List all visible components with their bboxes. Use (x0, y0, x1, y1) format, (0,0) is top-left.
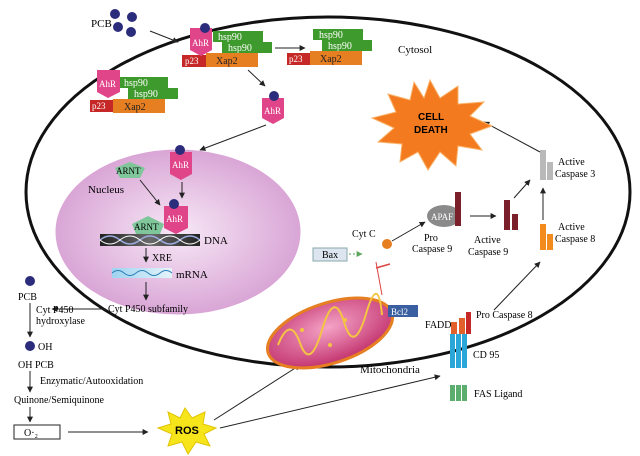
ahr-label: AhR (166, 214, 183, 224)
bax-box (312, 247, 348, 262)
pro-caspase8-label: Pro Caspase 8 (476, 310, 533, 321)
cyt-p450-subfamily-label: Cyt P450 subfamily (108, 304, 188, 315)
active-caspase8-label-1: Active (558, 222, 585, 233)
hsp90-xap2-complex-right: hsp90 hsp90 Xap2 p23 (287, 29, 372, 65)
p23-label: p23 (185, 56, 199, 66)
pcb-ligand-left (25, 276, 35, 286)
cytc-molecule (382, 239, 392, 249)
pro-caspase9-label-2: Caspase 9 (412, 244, 452, 255)
fas-ligand-label: FAS Ligand (474, 389, 522, 400)
cyt-p450-label: Cyt P450 (36, 305, 74, 316)
cell-death-label-2: DEATH (414, 125, 448, 136)
apaf (427, 205, 461, 227)
hsp90-label: hsp90 (124, 78, 148, 89)
bcl2-label: Bcl2 (391, 307, 408, 317)
pcb-top-label: PCB (91, 18, 112, 30)
active-caspase3 (540, 150, 553, 180)
oh-pcb-ligand (25, 341, 35, 351)
dna-label: DNA (204, 235, 228, 247)
mitochondrion (265, 292, 395, 370)
p23-label: p23 (289, 54, 303, 64)
hsp90-label: hsp90 (328, 41, 352, 52)
mrna-label: mRNA (176, 269, 208, 281)
active-caspase3-label-1: Active (558, 157, 585, 168)
p23-label: p23 (92, 101, 106, 111)
oh-pcb-label: OH PCB (18, 360, 54, 371)
ahr-label: AhR (192, 38, 209, 48)
ahr-entering-nucleus: AhR (170, 145, 192, 180)
enzymatic-label: Enzymatic/Autooxidation (40, 376, 143, 387)
ahr-hsp90-complex-top: hsp90 hsp90 Xap2 p23 AhR (182, 23, 272, 67)
xre-label: XRE (152, 253, 172, 264)
oh-label: OH (38, 342, 52, 353)
hsp90-label: hsp90 (218, 32, 242, 43)
hsp90-label: hsp90 (134, 89, 158, 100)
o2-box (13, 424, 61, 440)
active-caspase9-label-2: Caspase 9 (468, 247, 508, 258)
hsp90-label: hsp90 (228, 43, 252, 54)
pcb-ligands-top (110, 9, 137, 37)
active-caspase8-label-2: Caspase 8 (555, 234, 595, 245)
fadd-bars (451, 318, 465, 334)
active-caspase9 (504, 200, 518, 230)
hsp90-label: hsp90 (319, 30, 343, 41)
ahr-label: AhR (264, 106, 281, 116)
ros-label: ROS (175, 425, 199, 437)
quinone-label: Quinone/Semiquinone (14, 395, 105, 406)
cell-death-burst (370, 78, 494, 171)
active-caspase3-label-2: Caspase 3 (555, 169, 595, 180)
dna-helix (99, 234, 201, 246)
xap2-label: Xap2 (216, 56, 238, 67)
free-ahr: AhR (262, 91, 284, 124)
active-caspase8 (540, 224, 553, 250)
o2-label: O·₂ (24, 428, 38, 439)
pro-caspase8-bar (466, 312, 471, 334)
pro-caspase9-label-1: Pro (424, 233, 438, 244)
arnt-free: ARNT (115, 162, 145, 178)
apaf-label: APAF (431, 212, 453, 222)
mitochondria-label: Mitochondria (360, 364, 420, 376)
cell-death-label-1: CELL (418, 112, 444, 123)
bcl2-box (388, 305, 418, 317)
ahr-label: AhR (99, 79, 116, 89)
cytosol-label: Cytosol (398, 44, 432, 56)
arnt-label: ARNT (134, 222, 159, 232)
fas-ligand (450, 385, 467, 401)
pro-caspase9-bar (455, 192, 461, 226)
cytc-label: Cyt C (352, 229, 376, 240)
active-caspase9-label-1: Active (474, 235, 501, 246)
hydroxylase-label: hydroxylase (36, 316, 85, 327)
fadd-label: FADD (425, 320, 451, 331)
cd95-receptor (450, 334, 467, 368)
arnt-label: ARNT (116, 166, 141, 176)
mrna-strand (111, 268, 173, 278)
xap2-label: Xap2 (320, 54, 342, 65)
cell-membrane (24, 15, 632, 369)
cd95-label: CD 95 (473, 350, 499, 361)
xap2-label: Xap2 (124, 102, 146, 113)
ros-burst (156, 407, 218, 455)
nucleus-label: Nucleus (88, 184, 124, 196)
ahr-arnt-complex: ARNT AhR (132, 199, 188, 234)
pcb-left-label: PCB (18, 292, 37, 303)
bax-label: Bax (322, 250, 338, 261)
ahr-hsp90-complex-left: hsp90 hsp90 Xap2 p23 AhR (90, 70, 178, 113)
ahr-label: AhR (172, 160, 189, 170)
